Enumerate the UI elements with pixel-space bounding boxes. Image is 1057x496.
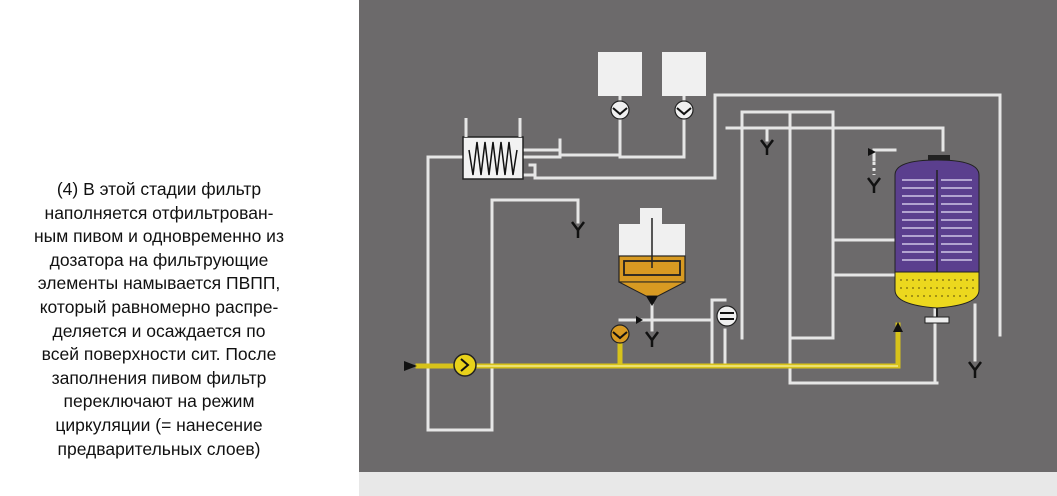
pipe-hx-out [523,138,562,159]
pipe-hopper-2 [618,118,686,159]
pump-icon [674,100,694,120]
arrow-icon [636,316,643,324]
active-pipe-main-2 [473,322,901,369]
caption-line: наполняется отфильтрован- [44,202,274,223]
caption-line: переключают на режим [63,391,255,412]
pipe-header [528,93,1002,337]
drain-icon [867,177,881,193]
caption-line: предварительных слоев) [57,438,261,459]
drain-icon [645,331,659,347]
drain-icon [571,221,585,238]
hopper-1 [598,52,642,104]
arrow-icon [893,322,903,332]
pipe-inner-left [740,110,897,242]
pipe-inner-a [788,110,939,385]
caption-line: заполнения пивом фильтр [51,367,267,388]
drain-icon [760,139,774,155]
caption-text: (4) В этой стадии фильтр наполняется отф… [0,178,318,461]
valve-icon [716,305,738,327]
caption-line: (4) В этой стадии фильтр [56,179,262,199]
caption-line: ным пивом и одновременно из [34,226,284,247]
pipe-filter-top [872,148,897,162]
caption-line: дозатора на фильтрующие [49,249,269,270]
filter-elements [902,179,972,261]
diagram-panel-footer [359,472,1057,496]
dosing-tank [618,208,686,306]
filter-vessel [894,155,980,324]
valve-icon [868,148,876,175]
pipe-inner-c [788,238,835,340]
caption-line: деляется и осаждается по [52,320,266,341]
pump-icon [610,324,630,344]
heat-exchanger-icon [462,118,524,180]
drain-icon [968,361,982,378]
filter-cake-texture [900,279,975,297]
pipe-left-loop [426,155,580,432]
pipe-top-right [725,126,945,152]
pipe-hopper-1 [558,118,622,157]
caption-line: циркуляции (= нанесение [55,414,263,435]
caption-line: который равномерно распре- [39,296,279,317]
pump-icon [610,100,630,120]
arrow-icon [404,361,417,371]
pump-icon [453,353,477,377]
pipe-lower-a [618,298,727,322]
pipework [426,93,1002,432]
caption-line: элементы намывается ПВПП, [37,273,281,294]
caption-line: всей поверхности сит. После [41,344,277,365]
active-flow-line [415,322,901,369]
hopper-2 [662,52,706,104]
